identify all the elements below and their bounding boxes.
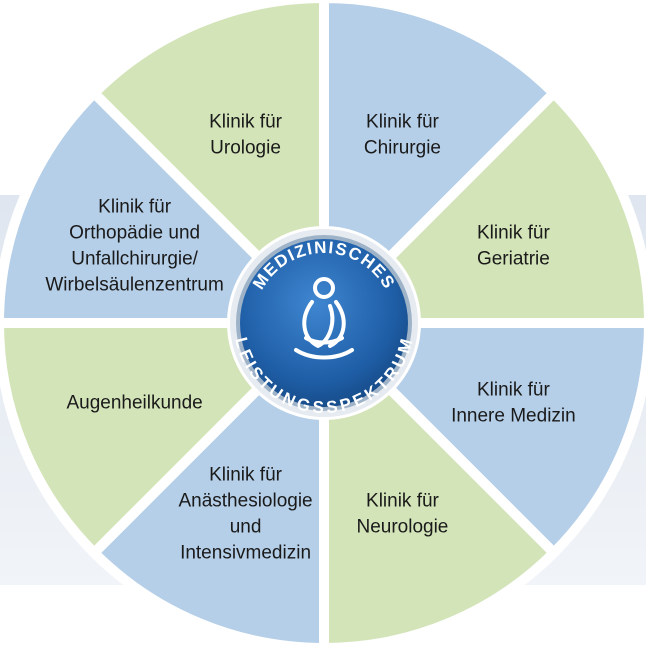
segment-label-line: Unfallchirurgie/ [71,249,198,270]
segment-label-line: Klinik für [209,112,283,133]
segment-label-line: Klinik für [366,490,440,511]
segment-label-line: Innere Medizin [451,405,576,426]
segment-label-line: Klinik für [477,223,551,244]
segment-label-line: Klinik für [98,197,172,218]
segment-label-line: Chirurgie [364,138,441,159]
segment-label-line: Klinik für [477,379,551,400]
segment-label-line: und [230,516,262,537]
segment-label-line: Orthopädie und [69,223,200,244]
segment-label-line: Intensivmedizin [180,542,311,563]
segment-label-line: Klinik für [209,464,283,485]
segment-label-line: Augenheilkunde [66,392,202,413]
meditation-figure-icon [294,277,354,360]
segment-label-augenheilkunde: Augenheilkunde [66,392,202,413]
segment-label-line: Wirbelsäulenzentrum [45,275,223,296]
segment-label-line: Neurologie [356,516,448,537]
segment-label-line: Urologie [210,138,281,159]
segment-label-line: Anästhesiologie [178,490,312,511]
segment-label-line: Klinik für [366,112,440,133]
center-badge [240,239,408,407]
segment-label-line: Geriatrie [477,249,550,270]
